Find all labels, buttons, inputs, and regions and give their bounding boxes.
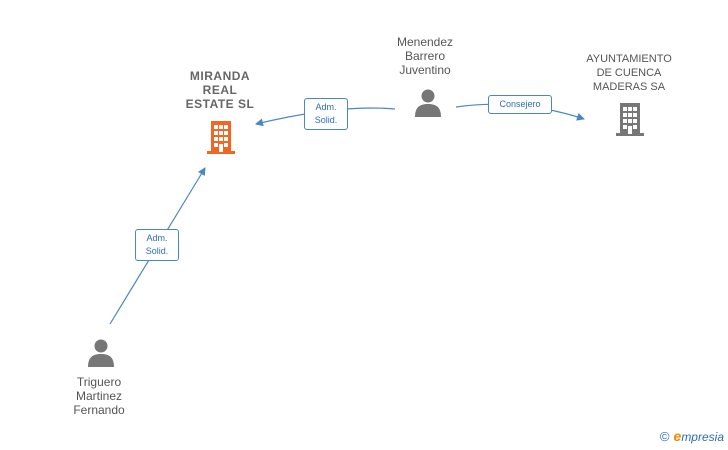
- node-label-menendez: Menendez Barrero Juventino: [396, 35, 454, 77]
- node-label-miranda: MIRANDA REAL ESTATE SL: [185, 69, 255, 111]
- empresia-watermark: ©empresia: [660, 428, 724, 444]
- empresia-logo-text: mpresia: [681, 430, 724, 444]
- edge-label-menendez-miranda[interactable]: Adm. Solid.: [304, 98, 348, 130]
- node-label-triguero: Triguero Martinez Fernando: [73, 375, 125, 417]
- person-icon[interactable]: [86, 338, 116, 368]
- node-label-ayuntamiento: AYUNTAMIENTO DE CUENCA MADERAS SA: [586, 53, 672, 93]
- building-icon[interactable]: [614, 101, 646, 137]
- empresia-logo-initial: e: [673, 428, 682, 444]
- person-icon[interactable]: [413, 88, 443, 118]
- building-icon[interactable]: [205, 119, 237, 155]
- edge-label-menendez-ayuntamiento[interactable]: Consejero: [488, 95, 552, 114]
- copyright-symbol: ©: [659, 429, 670, 444]
- edge-label-triguero-miranda[interactable]: Adm. Solid.: [135, 229, 179, 261]
